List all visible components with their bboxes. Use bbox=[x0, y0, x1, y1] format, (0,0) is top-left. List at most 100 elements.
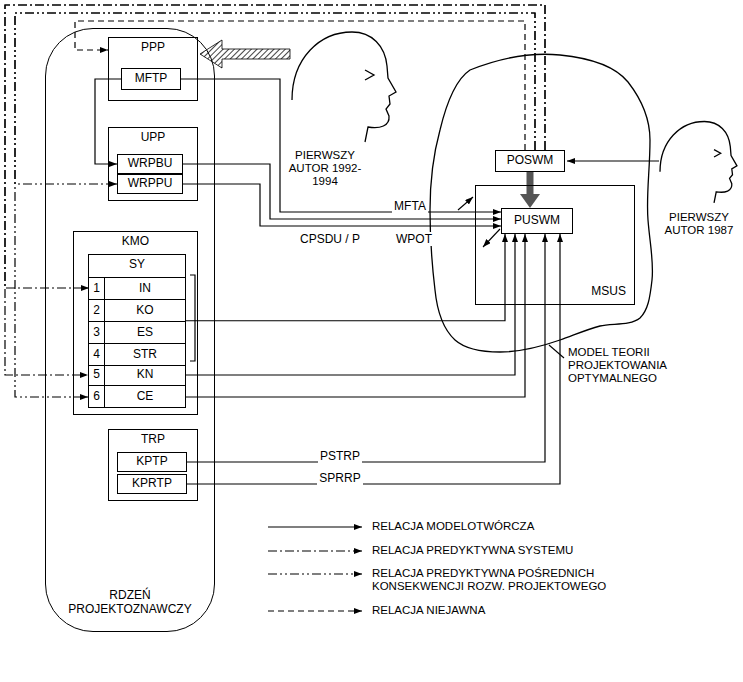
edge-label-holder: MFTA bbox=[392, 196, 428, 214]
label-holder: PIERWSZY AUTOR 1992-1994 bbox=[285, 149, 365, 189]
edge-label-holder: WPOT bbox=[394, 229, 434, 247]
node-label: RDZEŃ PROJEKTOZNAWCZY bbox=[60, 589, 200, 617]
row-name: KO bbox=[105, 300, 185, 321]
row-name: KN bbox=[105, 364, 185, 385]
legend-text: RELACJA MODELOTWÓRCZA bbox=[372, 520, 627, 533]
row-number: 4 bbox=[89, 344, 105, 365]
node-label: POSWM bbox=[507, 154, 554, 168]
table-row: 6CE bbox=[88, 386, 186, 408]
legend-line-sample bbox=[268, 610, 362, 611]
legend-line-sample bbox=[268, 526, 362, 527]
group-box: 1IN2KO3ES4STR SY 5KN6CE KMO bbox=[73, 231, 198, 415]
connector bbox=[75, 21, 525, 150]
element-box: POSWM bbox=[495, 150, 565, 172]
row-name: STR bbox=[105, 344, 185, 365]
head-eye bbox=[714, 150, 721, 157]
table-row: 4STR bbox=[89, 343, 185, 365]
head-eye bbox=[365, 70, 374, 80]
group-box: WRPBU WRPPU UPP bbox=[108, 127, 198, 201]
legend-line-sample bbox=[268, 573, 362, 574]
table-row: 1IN bbox=[89, 277, 185, 299]
core-region: MFTP PPP WRPBU WRPPU UPP 1IN2KO3ES4STR SY 5KN6C… bbox=[45, 28, 215, 632]
head-profile bbox=[292, 32, 396, 142]
group-box: KPTP KPRTP TRP bbox=[108, 429, 198, 501]
legend-text: RELACJA PREDYKTYWNA SYSTEMU bbox=[372, 544, 627, 557]
row-number: 1 bbox=[89, 278, 105, 299]
leader-line bbox=[549, 345, 564, 358]
element-box: MFTP bbox=[121, 68, 181, 90]
legend-holder: RELACJA NIEJAWNA bbox=[372, 604, 627, 617]
row-name: ES bbox=[105, 322, 185, 343]
label-holder: PIERWSZY AUTOR 1987 bbox=[663, 211, 735, 237]
edge-label-holder: SPRRP bbox=[317, 468, 362, 486]
author-head bbox=[292, 32, 396, 142]
author-arrow bbox=[567, 160, 659, 161]
connector bbox=[181, 79, 501, 212]
element-box: PUSWM bbox=[501, 208, 573, 234]
small-arrow bbox=[483, 229, 500, 247]
edge-label: SPRRP bbox=[317, 471, 362, 485]
connector bbox=[15, 13, 535, 184]
caption-text: PIERWSZY AUTOR 1992-1994 bbox=[285, 149, 365, 189]
table-row: 3ES bbox=[89, 321, 185, 343]
legend-holder: RELACJA PREDYKTYWNA SYSTEMU bbox=[372, 544, 627, 557]
connector bbox=[183, 184, 501, 226]
connector bbox=[187, 234, 545, 462]
hatched-arrow bbox=[200, 40, 290, 68]
node-label: MFTP bbox=[135, 72, 168, 86]
label-holder: MODEL TEORII PROJEKTOWANIA OPTYMALNEGO bbox=[568, 346, 680, 386]
edge-label-holder: CPSDU / P bbox=[298, 229, 362, 247]
node-label: PUSWM bbox=[514, 214, 560, 228]
node-label: SY bbox=[129, 258, 145, 272]
edge-label-holder: PSTRP bbox=[318, 446, 362, 464]
caption-text: MODEL TEORII PROJEKTOWANIA OPTYMALNEGO bbox=[568, 346, 680, 386]
element-box: WRPBU bbox=[117, 154, 183, 174]
element-box: KPRTP bbox=[117, 474, 187, 494]
row-number: 2 bbox=[89, 300, 105, 321]
node-label: MSUS bbox=[591, 285, 626, 299]
element-box: KPTP bbox=[117, 452, 187, 472]
node-label: KPTP bbox=[136, 455, 167, 469]
edge-label: CPSDU / P bbox=[298, 232, 362, 246]
node-label: PPP bbox=[141, 41, 165, 55]
row-number: 5 bbox=[89, 364, 105, 385]
connector bbox=[186, 234, 515, 375]
model-box: PUSWM MSUS bbox=[475, 185, 635, 305]
connector bbox=[5, 5, 545, 288]
node-label: WRPBU bbox=[128, 157, 173, 171]
group-box: MFTP PPP bbox=[108, 37, 198, 101]
legend-line-sample bbox=[268, 550, 362, 551]
thick-arrow bbox=[527, 172, 534, 194]
node-label: KMO bbox=[122, 235, 149, 249]
connector bbox=[186, 234, 505, 321]
row-number: 3 bbox=[89, 322, 105, 343]
legend-holder: RELACJA PREDYKTYWNA POŚREDNICH KONSEKWEN… bbox=[372, 567, 627, 593]
node-label: KPRTP bbox=[132, 477, 172, 491]
node-label: UPP bbox=[141, 131, 166, 145]
node-label: TRP bbox=[141, 433, 165, 447]
connector bbox=[15, 13, 535, 397]
edge-label: PSTRP bbox=[318, 449, 362, 463]
edge-label: MFTA bbox=[392, 199, 428, 213]
connector bbox=[5, 5, 545, 375]
small-arrow bbox=[458, 197, 473, 210]
head-profile bbox=[660, 121, 737, 202]
bracket bbox=[190, 275, 195, 361]
row-name: IN bbox=[105, 278, 185, 299]
row-name: CE bbox=[105, 386, 185, 407]
legend-text: RELACJA PREDYKTYWNA POŚREDNICH KONSEKWEN… bbox=[372, 567, 627, 593]
node-label: WRPPU bbox=[128, 177, 173, 191]
edge-label: WPOT bbox=[394, 232, 434, 246]
connector bbox=[187, 234, 560, 484]
table-row: 2KO bbox=[89, 299, 185, 321]
legend-text: RELACJA NIEJAWNA bbox=[372, 604, 627, 617]
table-row: 5KN bbox=[88, 364, 186, 386]
caption-text: PIERWSZY AUTOR 1987 bbox=[663, 211, 735, 237]
author-head bbox=[660, 121, 737, 202]
table-box: 1IN2KO3ES4STR SY bbox=[88, 254, 186, 366]
